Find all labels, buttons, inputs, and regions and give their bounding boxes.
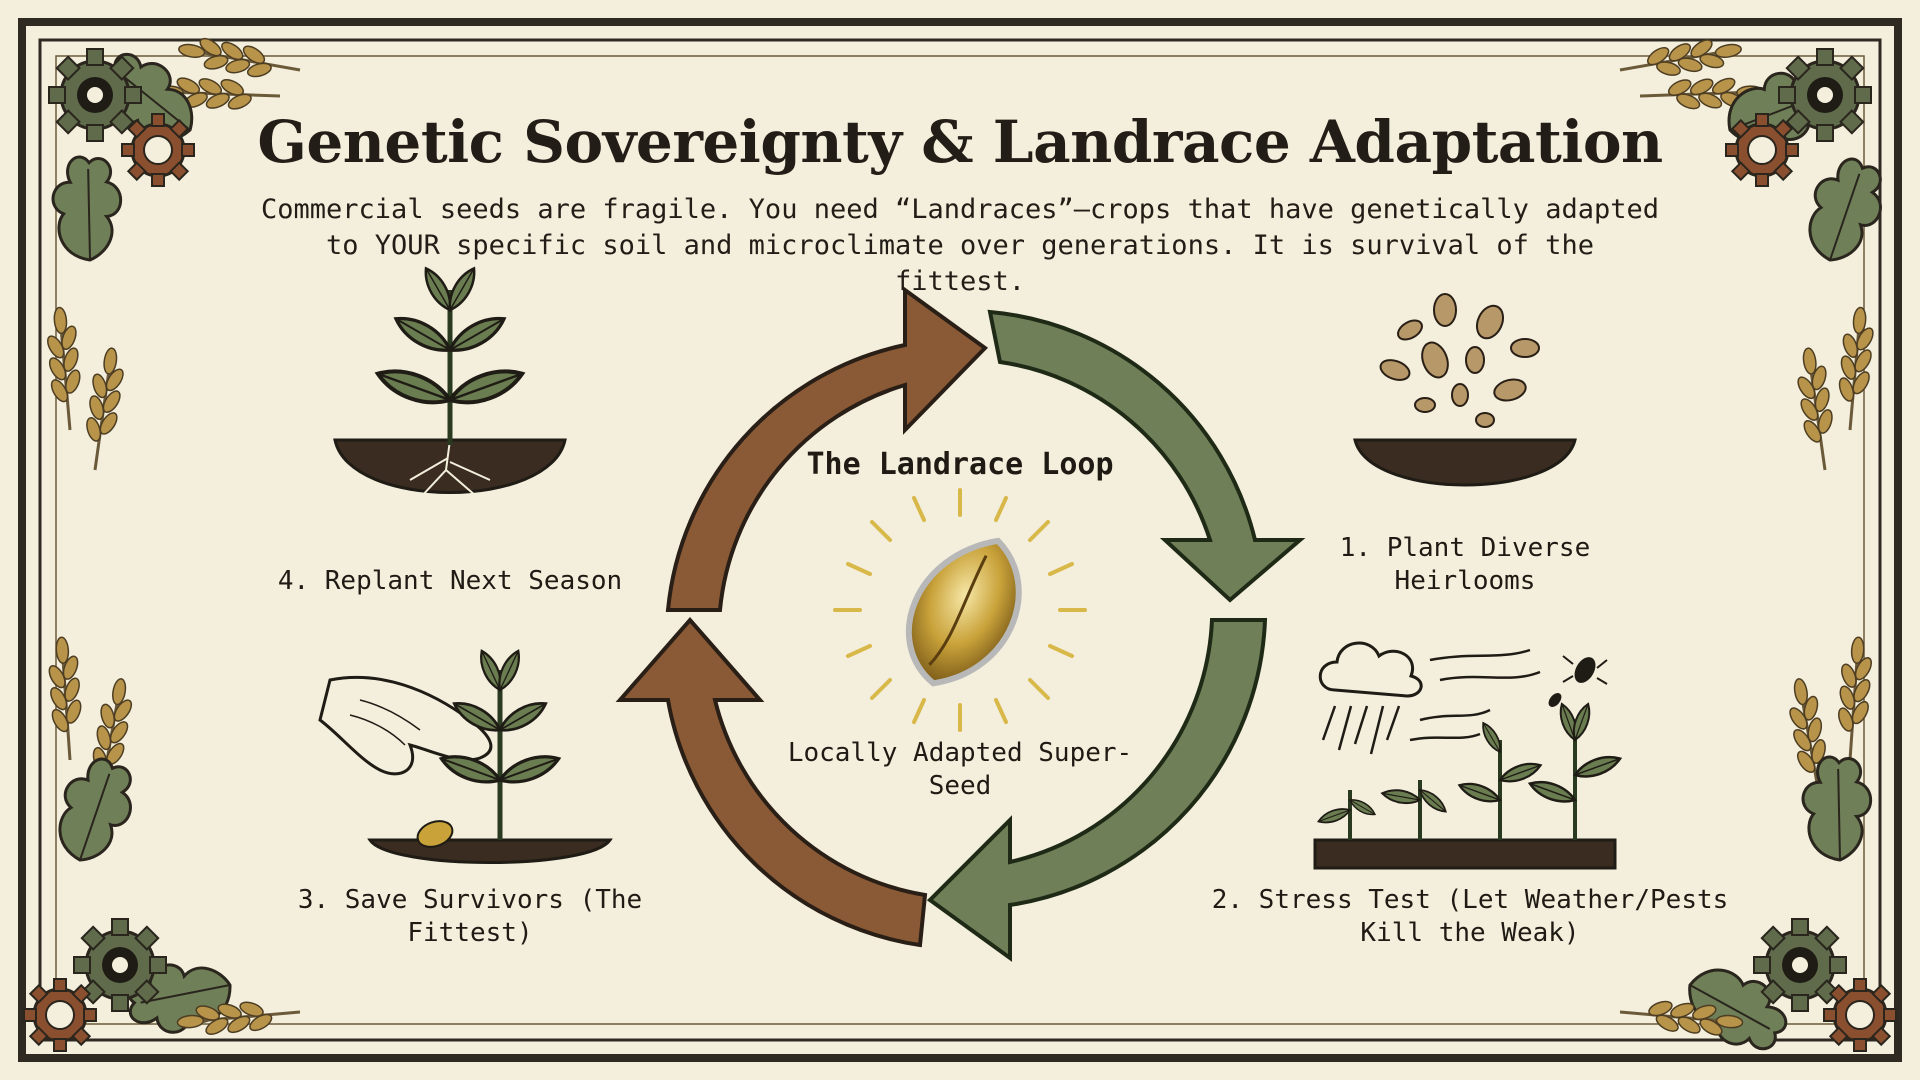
storm-cloud-icon — [1320, 643, 1421, 754]
wind-lines — [1410, 650, 1540, 740]
step-1-label: 1. Plant Diverse Heirlooms — [1290, 532, 1640, 598]
seeds-icon — [1355, 294, 1575, 485]
page-title: Genetic Sovereignty & Landrace Adaptatio… — [0, 108, 1920, 176]
step-4-label: 4. Replant Next Season — [240, 565, 660, 598]
page-subtitle: Commercial seeds are fragile. You need “… — [260, 192, 1660, 300]
corner-bottom-left — [24, 636, 302, 1051]
step-3-label: 3. Save Survivors (The Fittest) — [290, 884, 650, 950]
center-seed-label: Locally Adapted Super-Seed — [780, 737, 1140, 803]
golden-seed-icon — [835, 490, 1085, 730]
insect-icon — [1546, 653, 1607, 709]
step-2-label: 2. Stress Test (Let Weather/Pests Kill t… — [1190, 884, 1750, 950]
corner-bottom-right — [1618, 636, 1896, 1059]
cycle-title: The Landrace Loop — [760, 447, 1160, 482]
